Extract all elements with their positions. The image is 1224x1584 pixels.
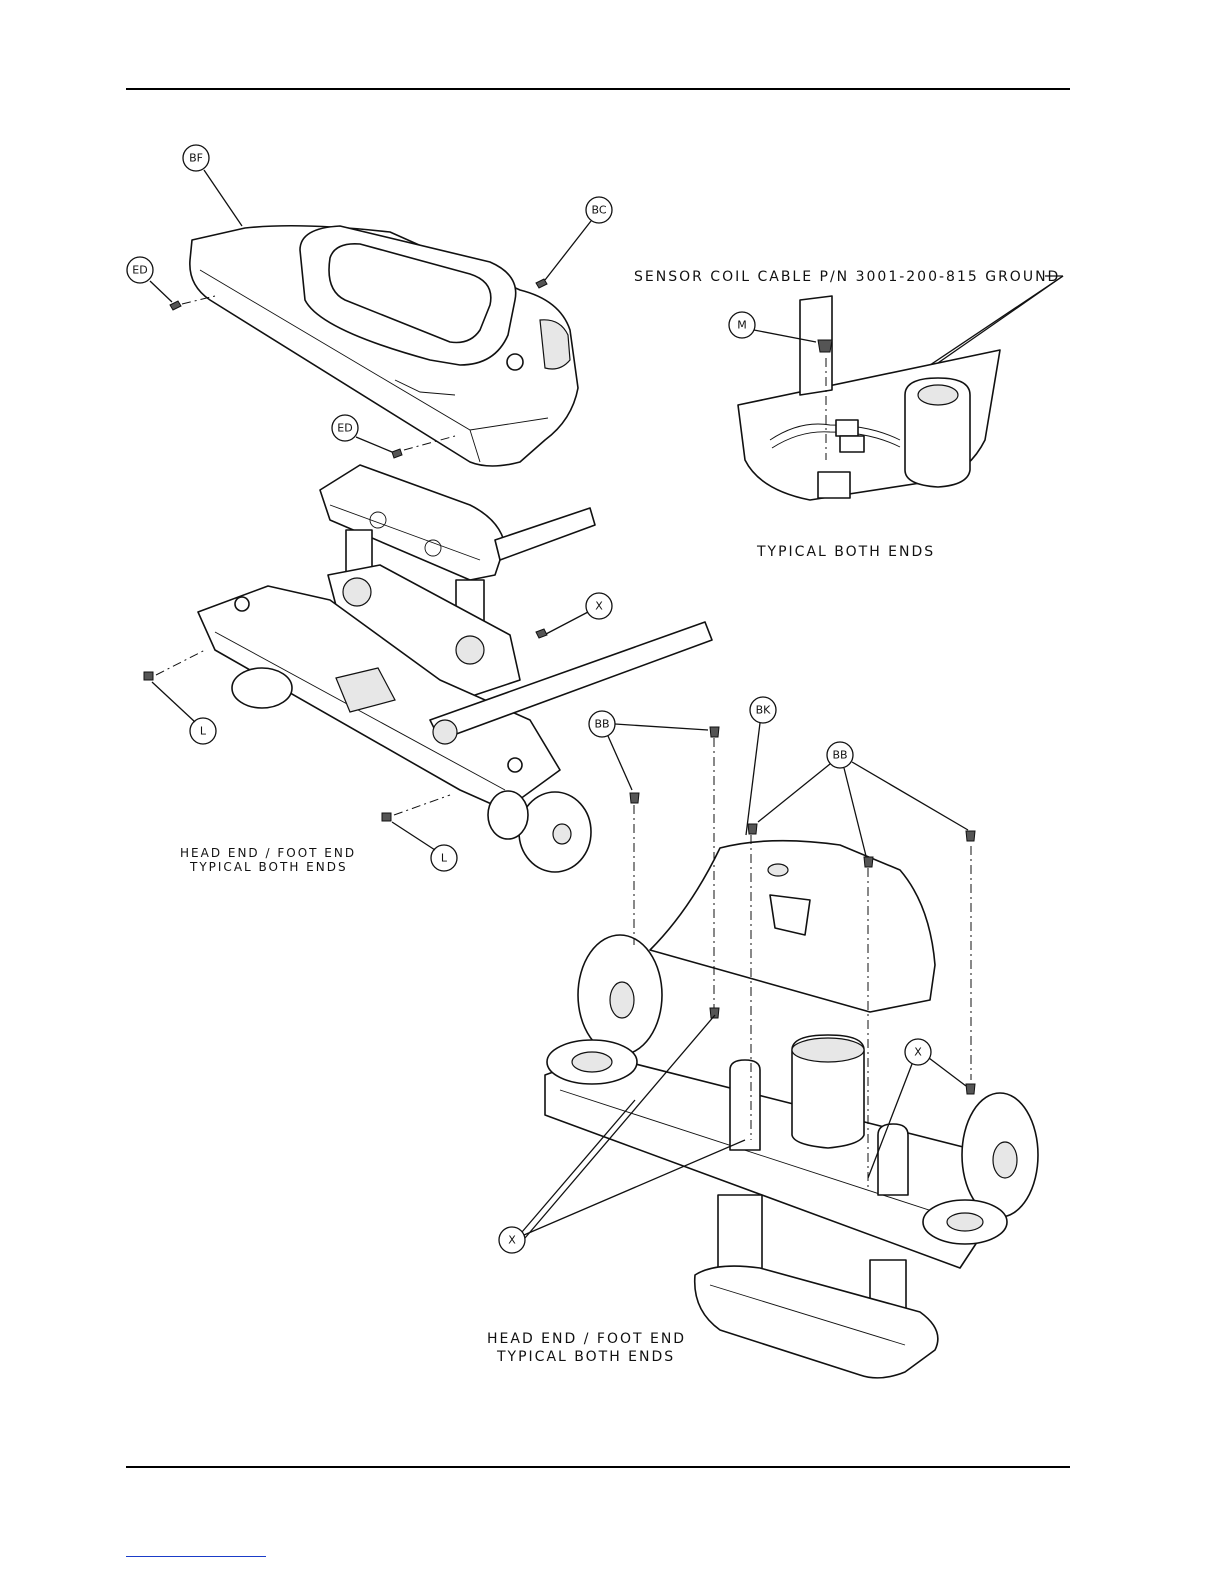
callout-bb-right-label: BB [832, 749, 847, 762]
callout-x-upper: X [536, 593, 612, 638]
callout-bc: BC [536, 197, 612, 288]
callout-x-upper-label: X [595, 600, 603, 613]
callout-l-lower: L [382, 795, 457, 871]
head-foot-note-right: HEAD END / FOOT END [487, 1331, 686, 1347]
callout-x-right-label: X [914, 1046, 922, 1059]
callout-bk: BK [746, 697, 776, 835]
callout-x-lower-label: X [508, 1234, 516, 1247]
head-foot-note-left: HEAD END / FOOT END [180, 846, 356, 860]
typical-note-right: TYPICAL BOTH ENDS [496, 1349, 675, 1365]
cover-part [190, 226, 578, 466]
callout-l-upper: L [144, 650, 216, 744]
callout-l-upper-label: L [200, 725, 207, 738]
typical-note-left: TYPICAL BOTH ENDS [189, 860, 348, 874]
callout-ed-lower-label: ED [337, 422, 352, 435]
callout-bk-label: BK [756, 704, 772, 717]
sensor-cable-note: SENSOR COIL CABLE P/N 3001-200-815 GROUN… [634, 269, 1060, 285]
callout-bf: BF [183, 145, 242, 226]
sensor-detail: SENSOR COIL CABLE P/N 3001-200-815 GROUN… [634, 269, 1063, 560]
callout-bf-label: BF [189, 152, 203, 165]
underside-assembly [545, 727, 1038, 1378]
base-assembly [198, 465, 712, 872]
callout-m-label: M [737, 319, 747, 332]
callout-ed-upper-label: ED [132, 264, 147, 277]
callout-bb-left-label: BB [594, 718, 609, 731]
callout-bb-right: BB [758, 742, 968, 856]
sensor-typical-note: TYPICAL BOTH ENDS [756, 544, 935, 560]
callout-bb-left: BB [589, 711, 708, 790]
callout-l-lower-label: L [441, 852, 448, 865]
callout-bc-label: BC [591, 204, 606, 217]
